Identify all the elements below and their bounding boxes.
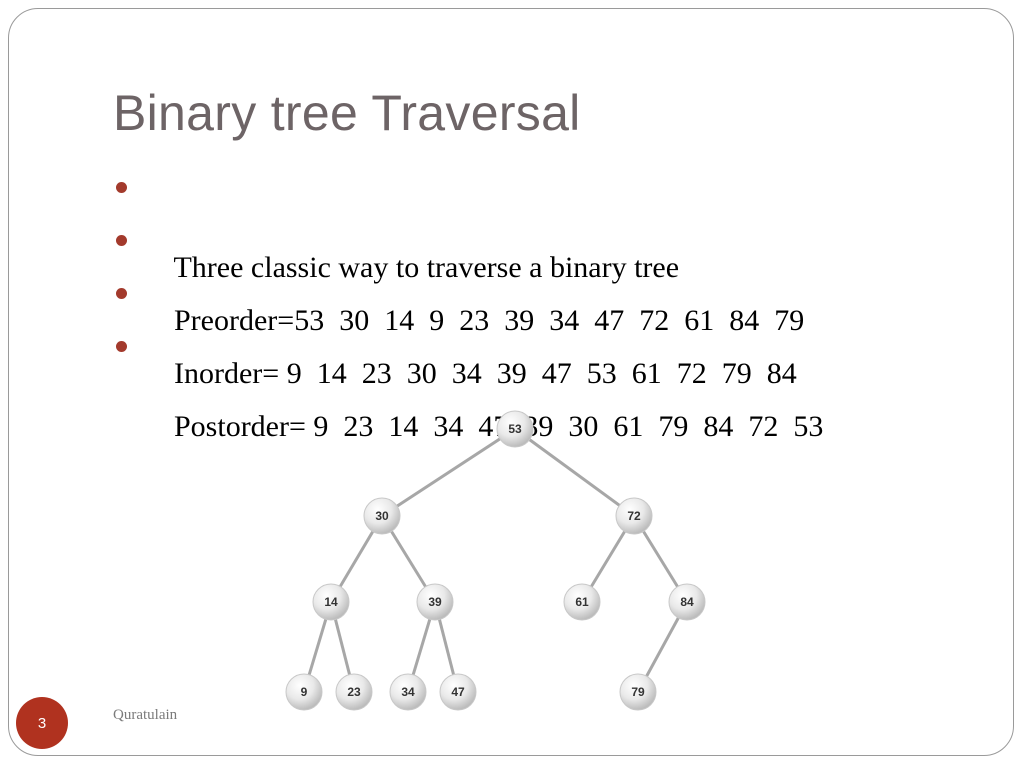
- bullet-dot-icon: [116, 182, 127, 193]
- binary-tree-diagram: 53 30 72 14 39 61 84 9 23 34 47 79: [285, 410, 706, 711]
- tree-node-label: 34: [401, 685, 415, 699]
- tree-node-label: 72: [627, 509, 641, 523]
- bullet-text: Preorder=53 30 14 9 23 39 34 47 72 61 84…: [174, 304, 805, 337]
- bullet-item: Three classic way to traverse a binary t…: [113, 168, 823, 284]
- tree-node-circle: [496, 410, 534, 448]
- tree-node: 39: [416, 583, 454, 621]
- tree-node: 79: [619, 673, 657, 711]
- tree-node: 61: [563, 583, 601, 621]
- tree-node: 47: [439, 673, 477, 711]
- tree-node-circle: [416, 583, 454, 621]
- bullet-text: Postorder= 9 23 14 34 47 39 30 61 79 84 …: [174, 410, 824, 443]
- tree-node-circle: [619, 673, 657, 711]
- tree-node: 14: [312, 583, 350, 621]
- tree-node-circle: [615, 497, 653, 535]
- footer-author: Quratulain: [113, 707, 178, 723]
- tree-node-circle: [563, 583, 601, 621]
- tree-node-label: 14: [324, 595, 338, 609]
- bullet-item: Postorder= 9 23 14 34 47 39 30 61 79 84 …: [113, 327, 823, 443]
- tree-edges: [302, 427, 689, 693]
- bullet-item: Inorder= 9 14 23 30 34 39 47 53 61 72 79…: [113, 274, 823, 390]
- bullet-text: Inorder= 9 14 23 30 34 39 47 53 61 72 79…: [174, 357, 797, 390]
- tree-node-circle: [389, 673, 427, 711]
- tree-node-circle: [335, 673, 373, 711]
- tree-node: 9: [285, 673, 323, 711]
- tree-node-circle: [668, 583, 706, 621]
- tree-node-circle: [363, 497, 401, 535]
- tree-node-circle: [285, 673, 323, 711]
- tree-node-label: 79: [631, 685, 645, 699]
- bullet-dot-icon: [116, 341, 127, 352]
- bullet-item: Preorder=53 30 14 9 23 39 34 47 72 61 84…: [113, 221, 823, 337]
- tree-node-label: 84: [680, 595, 694, 609]
- bullet-text: Three classic way to traverse a binary t…: [173, 251, 680, 284]
- tree-node: 23: [335, 673, 373, 711]
- tree-node-label: 30: [375, 509, 389, 523]
- bullet-list: Three classic way to traverse a binary t…: [113, 168, 823, 443]
- tree-node-circle: [312, 583, 350, 621]
- tree-node-label: 61: [575, 595, 589, 609]
- slide-title: Binary tree Traversal: [113, 85, 581, 141]
- tree-node-circle: [439, 673, 477, 711]
- tree-node: 34: [389, 673, 427, 711]
- tree-node: 84: [668, 583, 706, 621]
- slide-frame: [8, 8, 1014, 756]
- tree-node: 30: [363, 497, 401, 535]
- tree-edge: [514, 427, 635, 518]
- bullet-dot-icon: [116, 288, 127, 299]
- tree-node-label: 47: [451, 685, 465, 699]
- tree-node-label: 9: [301, 685, 308, 699]
- tree-node: 53: [496, 410, 534, 448]
- page-number: 3: [37, 714, 47, 732]
- tree-nodes: 53 30 72 14 39 61 84 9 23 34 47 79: [285, 410, 706, 711]
- page-number-badge: 3: [16, 697, 68, 749]
- tree-node: 72: [615, 497, 653, 535]
- tree-node-label: 39: [428, 595, 442, 609]
- tree-node-label: 53: [508, 422, 522, 436]
- bullet-dot-icon: [116, 235, 127, 246]
- tree-edge: [381, 427, 516, 518]
- tree-node-label: 23: [347, 685, 361, 699]
